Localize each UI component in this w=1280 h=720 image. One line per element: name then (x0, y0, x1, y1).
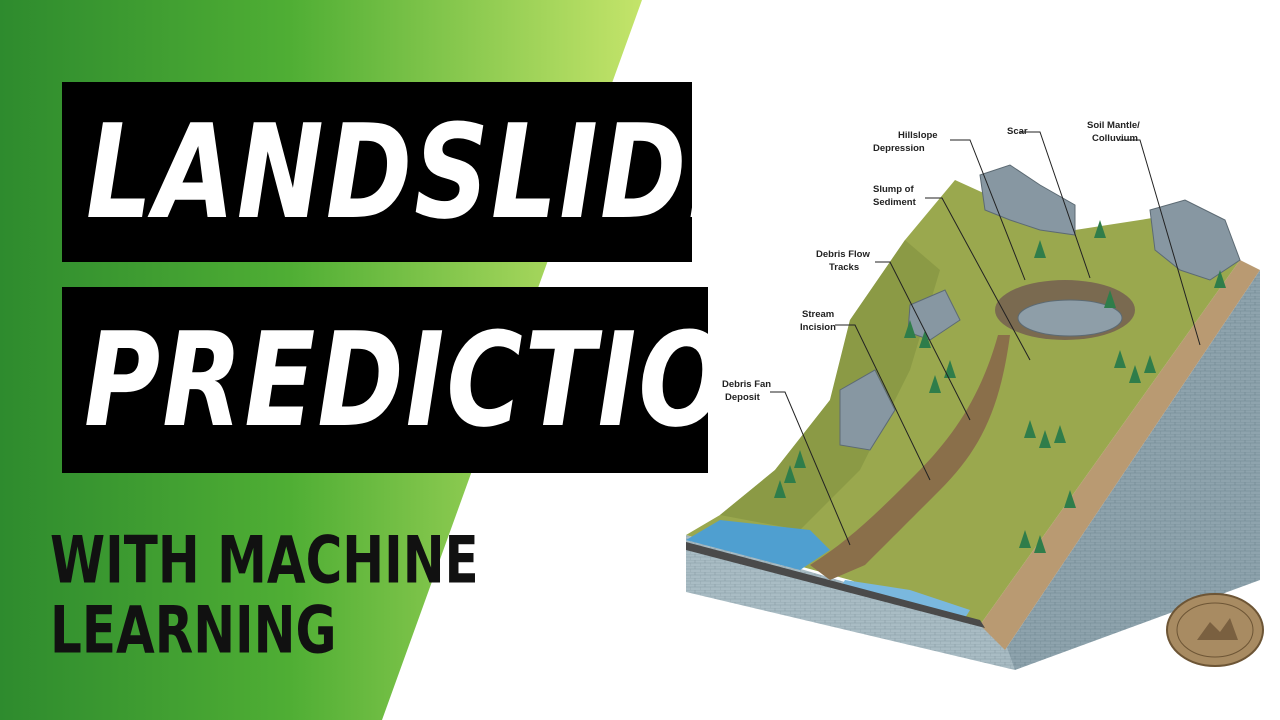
rock-outcrops (839, 164, 1241, 451)
title-box-top: LANDSLIDE (62, 82, 759, 262)
subtitle-line-1: WITH MACHINE (50, 522, 479, 599)
label-hillslope-2: Depression (873, 143, 925, 154)
landslide-diagram: Hillslope Depression Scar Soil Mantle/ C… (686, 120, 1264, 670)
block-side-face (1005, 270, 1260, 670)
title-line-2: PREDICTION (84, 303, 818, 457)
label-fan-1: Debris Fan (722, 379, 771, 390)
label-scar: Scar (1007, 126, 1028, 137)
label-soil-1: Soil Mantle/ (1087, 120, 1140, 131)
hillside-shade (720, 240, 940, 530)
label-hillslope-1: Hillslope (898, 130, 938, 141)
river (686, 520, 830, 570)
label-soil-2: Colluvium (1092, 133, 1138, 144)
leader-lines (770, 131, 1201, 546)
title-line-1: LANDSLIDE (86, 95, 762, 249)
label-slump-1: Slump of (873, 184, 914, 195)
stream (840, 580, 970, 618)
slump-rocks (1017, 299, 1123, 337)
subtitle-line-2: LEARNING (50, 592, 337, 669)
label-debris-flow-1: Debris Flow (816, 249, 870, 260)
title-box-bottom: PREDICTION (62, 287, 816, 473)
wyoming-seal (1166, 593, 1264, 667)
label-slump-2: Sediment (873, 197, 917, 208)
road (686, 542, 985, 628)
label-stream-1: Stream (802, 309, 834, 320)
label-debris-flow-2: Tracks (829, 262, 859, 273)
debris-flow-track (810, 335, 1010, 580)
label-stream-2: Incision (800, 322, 836, 333)
label-fan-2: Deposit (725, 392, 761, 403)
soil-layer (980, 260, 1260, 650)
